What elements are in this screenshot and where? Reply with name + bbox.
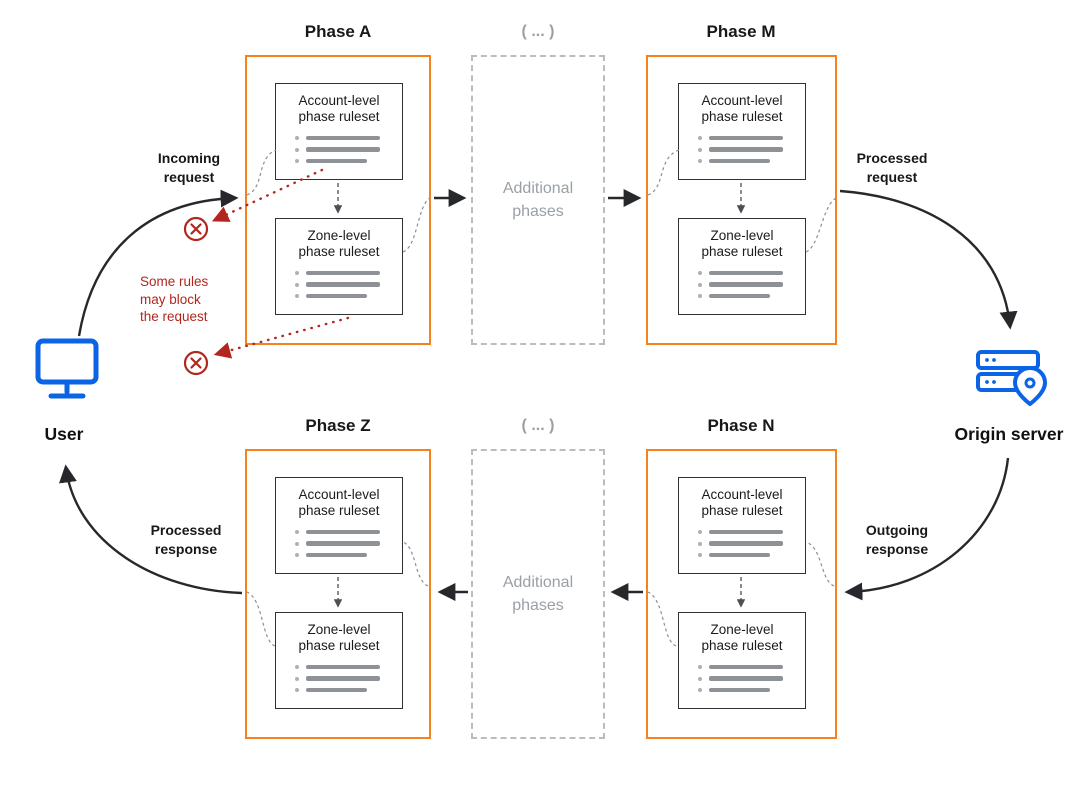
- list-bar: [709, 676, 783, 681]
- list-dot: [295, 688, 299, 693]
- list-dot: [698, 159, 702, 164]
- zone-ruleset-label: Zone-level phase ruleset: [701, 622, 783, 654]
- list-dot: [295, 530, 299, 535]
- list-bar: [709, 529, 783, 535]
- list-dot: [295, 282, 299, 287]
- list-bar: [306, 270, 380, 276]
- list-bar: [306, 282, 380, 287]
- phase-a-title: Phase A: [304, 22, 372, 41]
- list-bar: [709, 282, 783, 287]
- list-bar: [306, 158, 367, 164]
- arrow-phase-m-to-origin: [839, 189, 1018, 330]
- list-bar: [306, 687, 367, 693]
- outgoing-response-label: Outgoing response: [865, 522, 929, 557]
- zone-ruleset-label: Zone-level phase ruleset: [298, 228, 380, 260]
- block-warning-note: Some rules may block the request: [140, 274, 209, 325]
- additional-phases-label: Additional phases: [502, 179, 574, 220]
- list-dot: [698, 147, 702, 152]
- list-bar: [306, 529, 380, 535]
- list-dot: [698, 553, 702, 558]
- ruleset-list: [295, 135, 383, 164]
- list-bar: [709, 552, 770, 558]
- user-monitor-icon: [35, 338, 99, 399]
- list-dot: [698, 271, 702, 276]
- phase-a-zone-ruleset-box: Zone-level phase ruleset: [275, 218, 403, 315]
- list-bar: [306, 552, 367, 558]
- ruleset-list: [295, 529, 383, 558]
- list-dot: [295, 147, 299, 152]
- list-bar: [306, 135, 380, 141]
- list-dot: [295, 541, 299, 546]
- phase-m-box: Account-level phase ruleset Zone-level p…: [646, 55, 837, 345]
- processed-request-label: Processed request: [856, 150, 928, 185]
- list-bar: [709, 664, 783, 670]
- ruleset-list: [698, 135, 786, 164]
- list-dot: [698, 294, 702, 299]
- list-bar: [306, 147, 380, 152]
- block-x-icon-top: [183, 216, 209, 242]
- block-x-icon-bottom: [183, 350, 209, 376]
- phase-z-account-ruleset-box: Account-level phase ruleset: [275, 477, 403, 574]
- ruleset-list: [295, 664, 383, 693]
- phase-m-account-ruleset-box: Account-level phase ruleset: [678, 83, 806, 180]
- phase-z-title: Phase Z: [305, 416, 371, 435]
- list-dot: [295, 676, 299, 681]
- list-bar: [306, 293, 367, 299]
- additional-phases-label: Additional phases: [502, 573, 574, 614]
- phase-m-zone-ruleset-box: Zone-level phase ruleset: [678, 218, 806, 315]
- account-ruleset-label: Account-level phase ruleset: [298, 93, 380, 125]
- list-dot: [698, 282, 702, 287]
- account-ruleset-label: Account-level phase ruleset: [298, 487, 380, 519]
- list-bar: [709, 687, 770, 693]
- phase-a-box: Account-level phase ruleset Zone-level p…: [245, 55, 431, 345]
- additional-phases-bottom-box: Additional phases: [471, 449, 605, 739]
- additional-top-ellipsis: ( ... ): [521, 23, 555, 40]
- list-dot: [698, 541, 702, 546]
- list-dot: [698, 136, 702, 141]
- list-dot: [295, 159, 299, 164]
- account-ruleset-label: Account-level phase ruleset: [701, 93, 783, 125]
- list-dot: [295, 665, 299, 670]
- list-dot: [698, 676, 702, 681]
- phase-z-zone-ruleset-box: Zone-level phase ruleset: [275, 612, 403, 709]
- phase-n-title: Phase N: [707, 416, 775, 435]
- list-bar: [709, 147, 783, 152]
- origin-server-label: Origin server: [954, 424, 1064, 444]
- ruleset-list: [698, 664, 786, 693]
- list-dot: [295, 553, 299, 558]
- phase-n-zone-ruleset-box: Zone-level phase ruleset: [678, 612, 806, 709]
- origin-server-icon: [976, 350, 1047, 406]
- list-bar: [709, 541, 783, 546]
- list-bar: [709, 293, 770, 299]
- list-bar: [709, 158, 770, 164]
- phase-m-title: Phase M: [706, 22, 776, 41]
- account-ruleset-label: Account-level phase ruleset: [701, 487, 783, 519]
- user-label: User: [44, 424, 84, 444]
- list-dot: [698, 530, 702, 535]
- phase-n-account-ruleset-box: Account-level phase ruleset: [678, 477, 806, 574]
- zone-ruleset-label: Zone-level phase ruleset: [298, 622, 380, 654]
- list-bar: [306, 541, 380, 546]
- list-bar: [306, 664, 380, 670]
- list-dot: [295, 271, 299, 276]
- list-bar: [709, 270, 783, 276]
- ruleset-list: [295, 270, 383, 299]
- phase-z-box: Account-level phase ruleset Zone-level p…: [245, 449, 431, 739]
- ruleset-list: [698, 270, 786, 299]
- processed-response-label: Processed response: [150, 522, 222, 557]
- list-dot: [295, 136, 299, 141]
- incoming-request-label: Incoming request: [157, 150, 221, 185]
- list-bar: [709, 135, 783, 141]
- additional-bottom-ellipsis: ( ... ): [521, 417, 555, 434]
- phase-n-box: Account-level phase ruleset Zone-level p…: [646, 449, 837, 739]
- additional-phases-top-box: Additional phases: [471, 55, 605, 345]
- ruleset-list: [698, 529, 786, 558]
- list-dot: [295, 294, 299, 299]
- phase-a-account-ruleset-box: Account-level phase ruleset: [275, 83, 403, 180]
- list-dot: [698, 665, 702, 670]
- list-bar: [306, 676, 380, 681]
- zone-ruleset-label: Zone-level phase ruleset: [701, 228, 783, 260]
- list-dot: [698, 688, 702, 693]
